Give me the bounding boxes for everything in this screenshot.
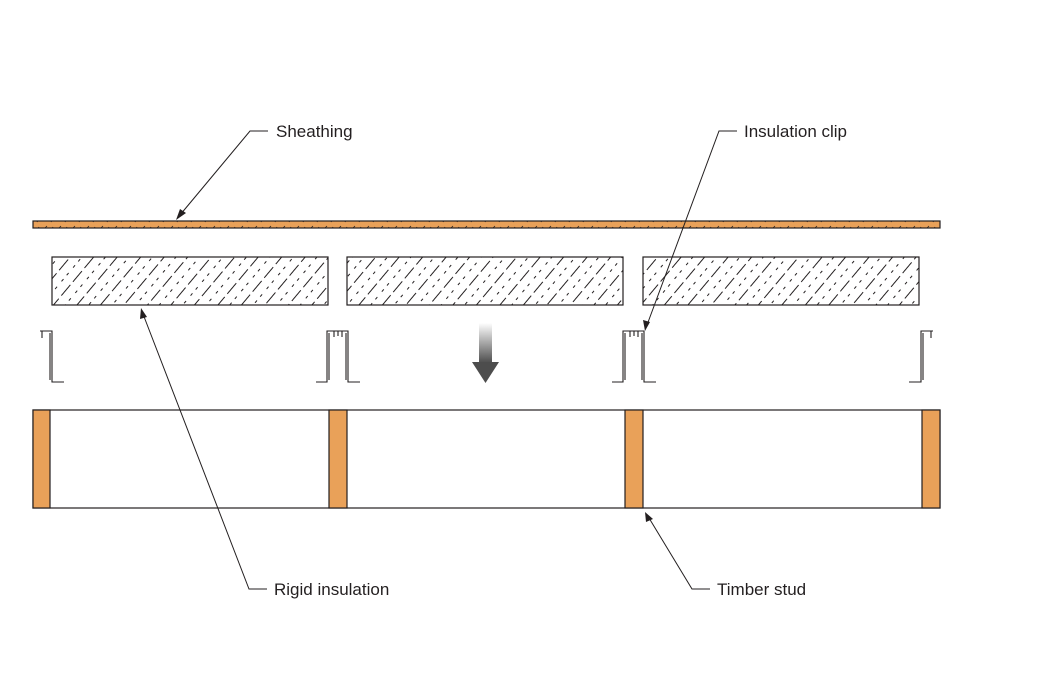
insulation-clip [612, 330, 656, 383]
timber-stud [328, 409, 348, 509]
timber-stud [32, 409, 51, 509]
timber-stud [921, 409, 941, 509]
sheathing-board [32, 220, 941, 229]
down-arrow-icon [472, 323, 499, 383]
insulation-clip [316, 330, 360, 383]
sheathing-label: Sheathing [276, 122, 353, 141]
callout-insulation-clip: Insulation clip [643, 122, 847, 331]
rigid-insulation-label: Rigid insulation [274, 580, 389, 599]
insulation-panel [51, 256, 329, 306]
timber-stud-label: Timber stud [717, 580, 806, 599]
insulation-clip-label: Insulation clip [744, 122, 847, 141]
insulation-panel [346, 256, 624, 306]
callout-rigid-insulation: Rigid insulation [140, 308, 389, 599]
insulation-panel [642, 256, 920, 306]
callout-sheathing: Sheathing [176, 122, 353, 220]
rigid-insulation-panels [51, 256, 920, 306]
insulation-clips [40, 330, 933, 383]
insulation-clip [909, 330, 933, 383]
timber-stud [624, 409, 644, 509]
callout-timber-stud: Timber stud [645, 512, 806, 599]
insulation-clip [40, 330, 64, 383]
timber-frame [32, 409, 941, 509]
